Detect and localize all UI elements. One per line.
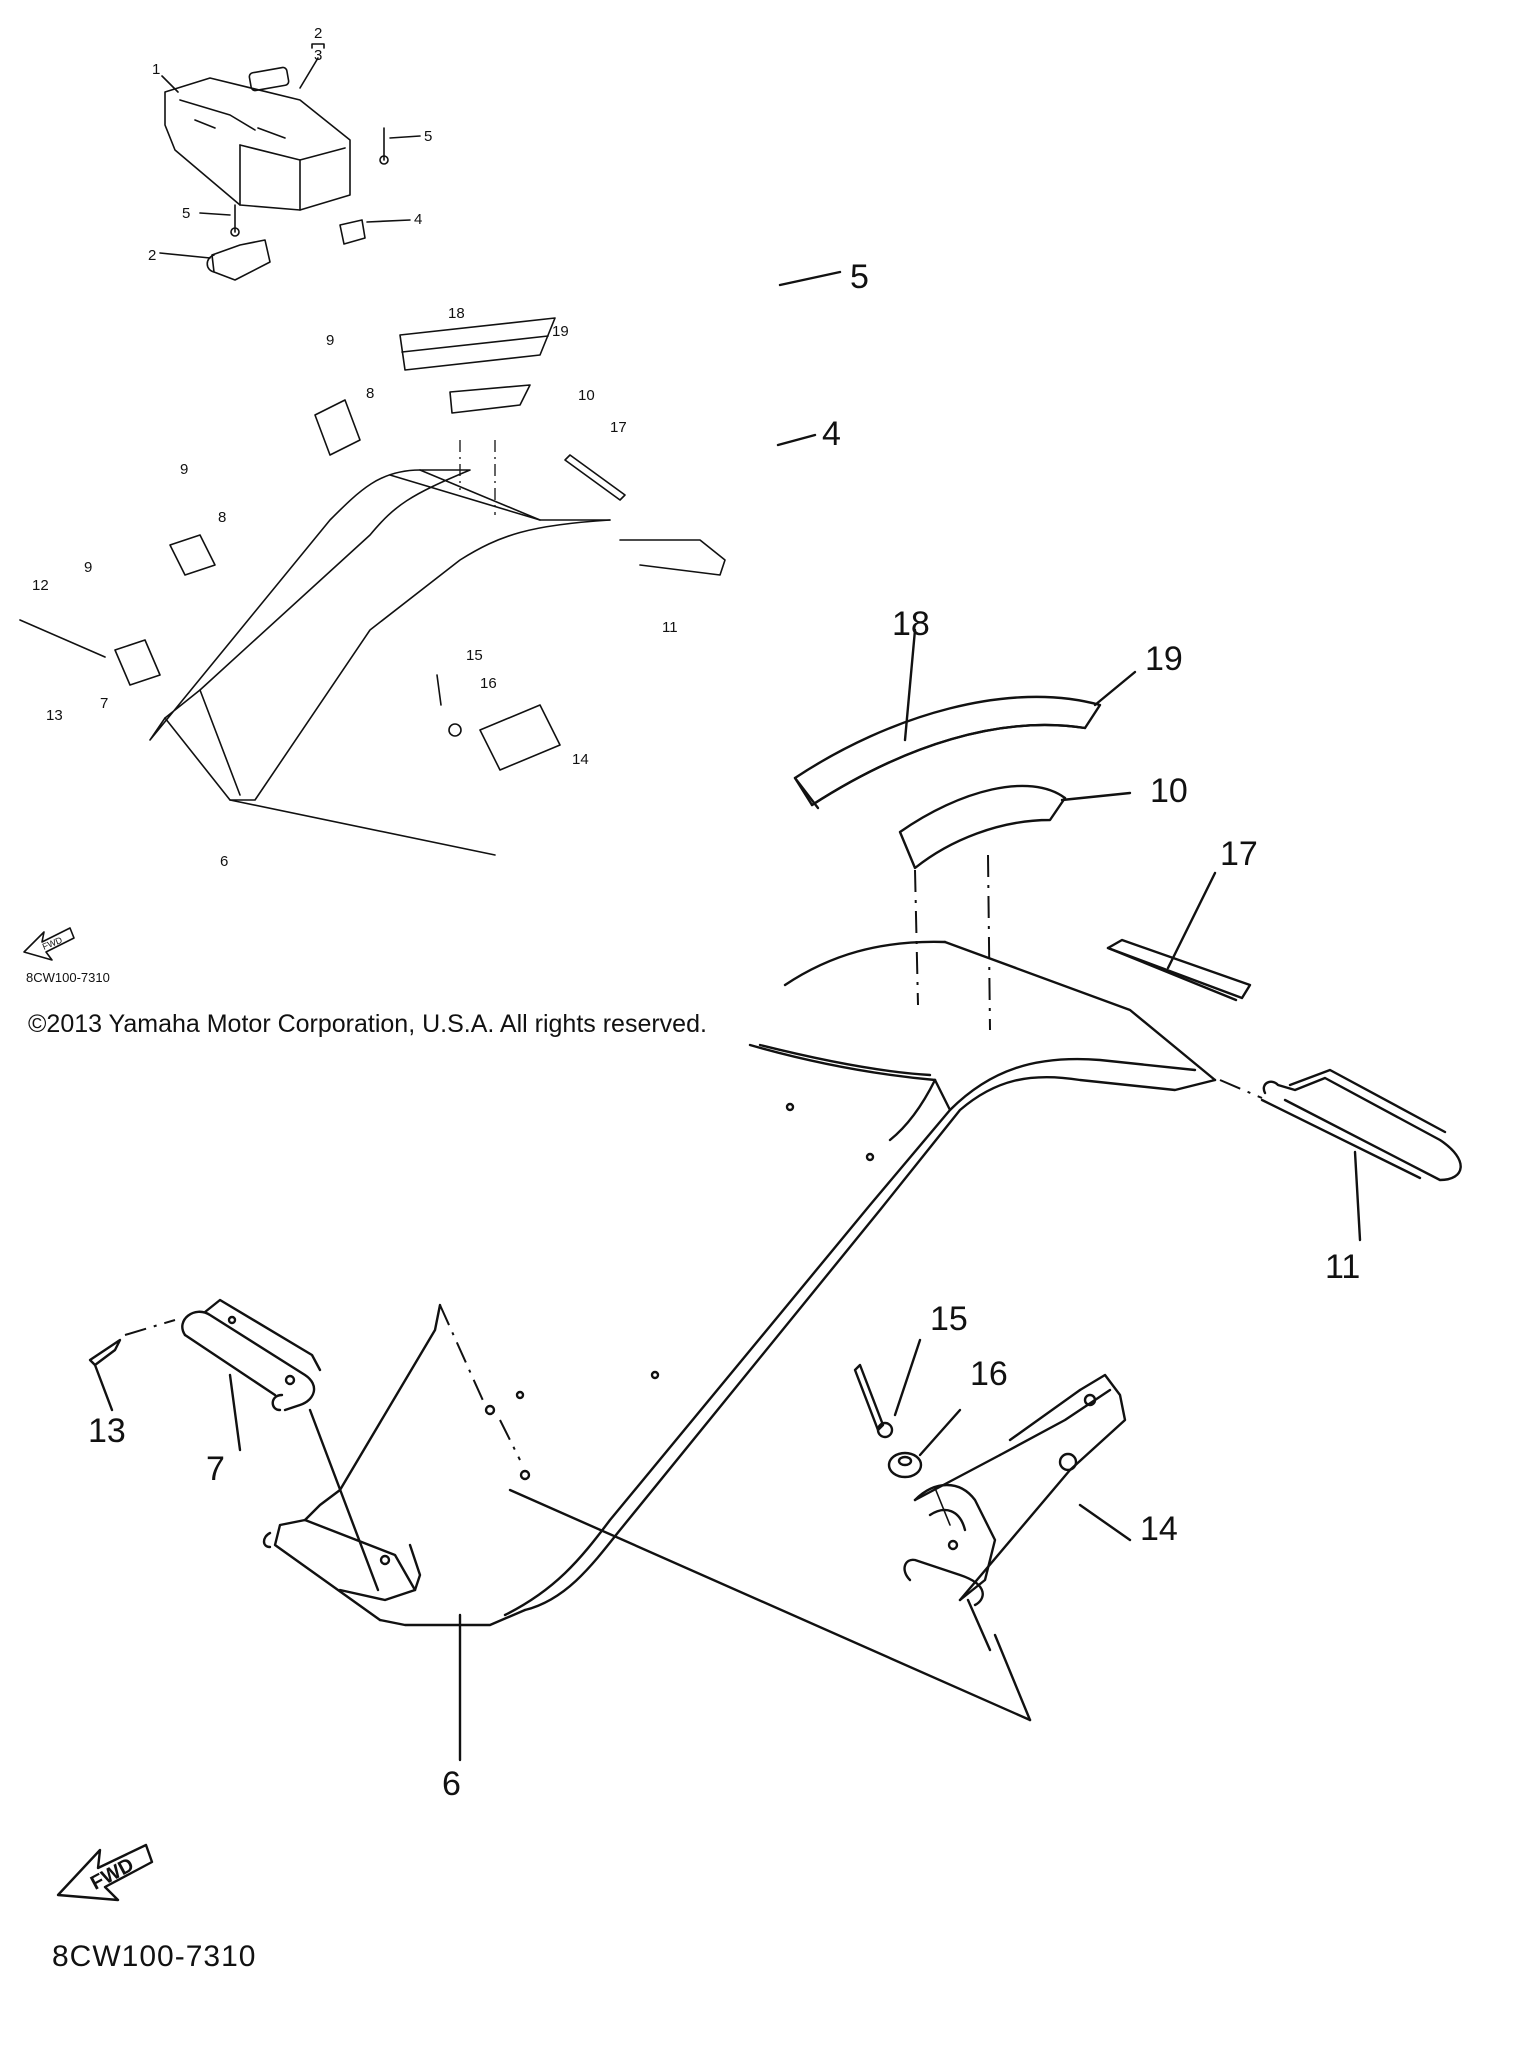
part-4-clip	[339, 219, 366, 245]
inset-callout-1: 1	[152, 61, 160, 78]
callout-11: 11	[1325, 1248, 1360, 1286]
part-18-19-decal	[793, 628, 1137, 810]
inset-callout-13: 13	[46, 707, 63, 724]
inset-callout-18: 18	[448, 305, 465, 322]
part-7-hinge	[181, 1298, 380, 1592]
callout-19: 19	[1145, 640, 1183, 678]
inset-diagram-code: 8CW100-7310	[26, 970, 110, 985]
part-5-screws	[230, 127, 389, 237]
inset-callout-8b: 8	[218, 509, 226, 526]
callout-18: 18	[892, 605, 930, 643]
inset-fender-6	[149, 469, 611, 856]
inset-callout-7: 7	[100, 695, 108, 712]
inset-callout-labels: 1 2 3 4 5 5 2 6 7 8 8 9 9 9 10 11 12 13 …	[32, 25, 678, 870]
callout-17: 17	[1220, 835, 1258, 873]
inset-callout-2: 2	[314, 25, 322, 42]
centerline-a	[914, 869, 919, 1006]
inset-callout-15: 15	[466, 647, 483, 664]
part-1-battery-box	[164, 66, 351, 211]
inset-callout-17: 17	[610, 419, 627, 436]
callout-4: 4	[822, 415, 841, 453]
inset-fwd-arrow: FWD	[23, 927, 75, 961]
callout-6: 6	[442, 1765, 461, 1803]
inset-callout-2b: 2	[148, 247, 156, 264]
part-17-strip	[1106, 871, 1252, 1002]
inset-callout-9a: 9	[326, 332, 334, 349]
part-13-pin	[88, 1304, 521, 1461]
diagram-code: 8CW100-7310	[52, 1940, 257, 1973]
part-2-bracket	[206, 239, 271, 281]
callout-10: 10	[1150, 772, 1188, 810]
inset-callout-5a: 5	[424, 128, 432, 145]
inset-callout-9b: 9	[180, 461, 188, 478]
callout-14: 14	[1140, 1510, 1178, 1548]
inset-parts	[19, 317, 726, 771]
part-10-pad	[898, 784, 1132, 870]
part-6-fender	[262, 940, 1217, 1762]
leader-4	[776, 433, 817, 447]
inset-callout-6: 6	[220, 853, 228, 870]
inset-callout-10: 10	[578, 387, 595, 404]
callout-7: 7	[206, 1450, 225, 1488]
inset-callout-12: 12	[32, 577, 49, 594]
callout-16: 16	[970, 1355, 1008, 1393]
inset-callout-19: 19	[552, 323, 569, 340]
callout-13: 13	[88, 1412, 126, 1450]
inset-callout-11: 11	[662, 619, 678, 636]
main-diagram: FWD 5 4 18 19 10 17 11 15 16 14 13 7 6	[56, 258, 1462, 1902]
copyright-notice: ©2013 Yamaha Motor Corporation, U.S.A. A…	[28, 1010, 707, 1038]
part-16-grommet	[887, 1408, 962, 1479]
main-callout-labels: 5 4 18 19 10 17 11 15 16 14 13 7 6	[88, 258, 1360, 1803]
fwd-arrow: FWD	[56, 1843, 154, 1902]
inset-callout-4: 4	[414, 211, 422, 228]
part-15-bolt	[853, 1338, 951, 1526]
inset-callout-9c: 9	[84, 559, 92, 576]
inset-callout-5b: 5	[182, 205, 190, 222]
callout-15: 15	[930, 1300, 968, 1338]
inset-callout-8a: 8	[366, 385, 374, 402]
inset-diagram: FWD 1 2 3 4 5 5 2 6 7 8 8 9 9 9 10 11 12…	[19, 25, 726, 961]
callout-5: 5	[850, 258, 869, 296]
inset-leaders	[159, 43, 421, 259]
leader-5	[778, 270, 842, 287]
centerline-b	[987, 854, 991, 1031]
inset-callout-14: 14	[572, 751, 589, 768]
part-14-holder	[903, 1373, 1132, 1652]
inset-callout-3: 3	[314, 47, 322, 64]
inset-callout-16: 16	[480, 675, 497, 692]
part-11-wire-hook	[1219, 1068, 1462, 1242]
